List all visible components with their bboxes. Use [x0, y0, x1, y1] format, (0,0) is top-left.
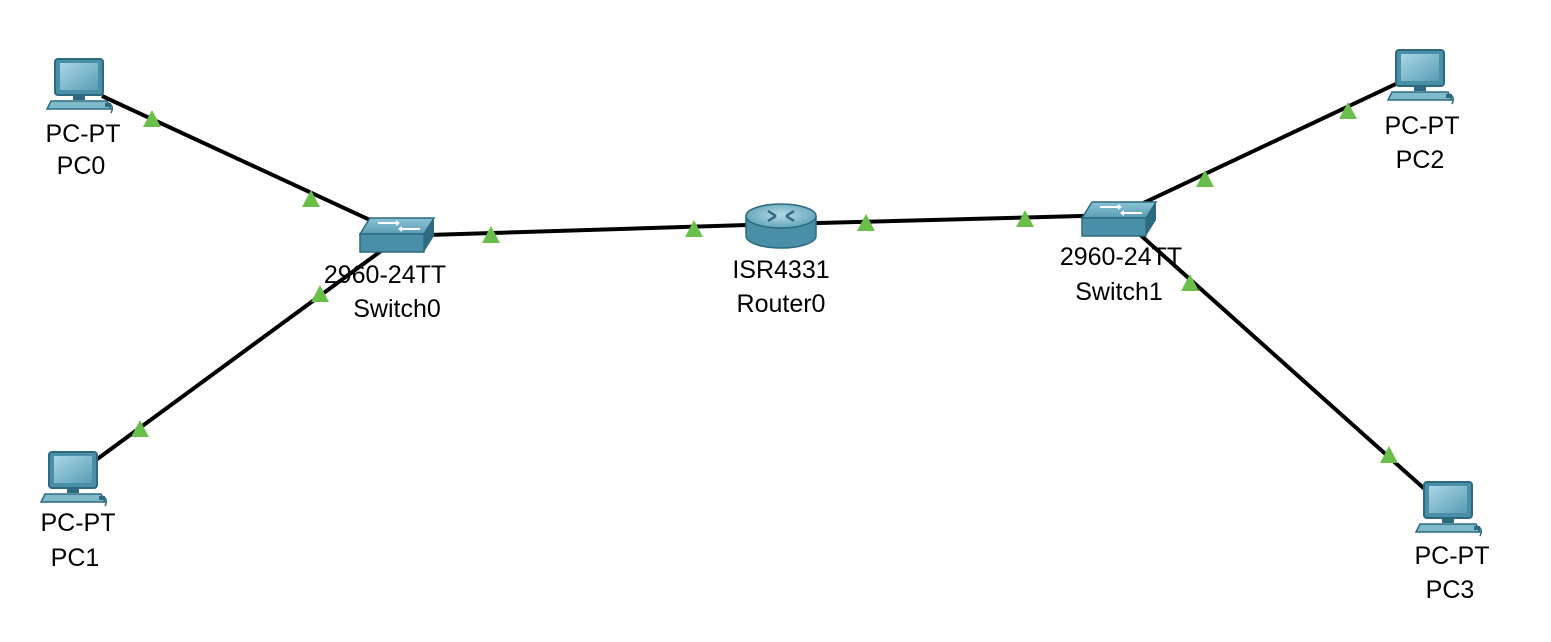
link-status-up-icon: [857, 214, 875, 231]
link-status-up-icon: [1196, 170, 1214, 187]
device-name-label: Switch0: [353, 295, 441, 323]
link-status-up-icon: [1181, 274, 1199, 291]
link-status-layer: [131, 102, 1398, 463]
device-pc2[interactable]: [1386, 49, 1455, 105]
device-name-label: PC2: [1396, 146, 1445, 174]
pc-icon: [45, 58, 114, 114]
device-model-label: PC-PT: [46, 120, 121, 148]
link-switch0-router0[interactable]: [395, 222, 782, 238]
device-name-label: PC0: [57, 152, 106, 180]
device-pc1[interactable]: [39, 451, 108, 507]
device-switch0[interactable]: [358, 217, 436, 253]
link-status-up-icon: [1016, 210, 1034, 227]
link-switch1-pc2[interactable]: [1117, 80, 1401, 217]
link-status-up-icon: [302, 190, 320, 207]
switch-icon: [358, 217, 436, 253]
device-model-label: ISR4331: [732, 256, 829, 284]
device-pc0[interactable]: [45, 58, 114, 114]
pc-icon: [1386, 49, 1455, 105]
device-model-label: 2960-24TT: [324, 261, 446, 289]
link-status-up-icon: [482, 226, 500, 243]
switch-icon: [1080, 201, 1158, 237]
router-icon: [745, 203, 817, 249]
pc-icon: [1414, 481, 1483, 537]
device-name-label: PC3: [1426, 576, 1475, 604]
link-status-up-icon: [143, 110, 161, 127]
device-pc3[interactable]: [1414, 481, 1483, 537]
links-layer: [94, 80, 1430, 494]
link-status-up-icon: [311, 285, 329, 302]
device-router0[interactable]: [745, 203, 817, 249]
device-model-label: PC-PT: [1385, 112, 1460, 140]
link-status-up-icon: [685, 220, 703, 237]
device-name-label: Switch1: [1075, 278, 1163, 306]
device-name-label: PC1: [51, 544, 100, 572]
link-switch1-pc3[interactable]: [1116, 213, 1430, 494]
device-model-label: 2960-24TT: [1060, 243, 1182, 271]
link-status-up-icon: [131, 420, 149, 437]
device-switch1[interactable]: [1080, 201, 1158, 237]
device-model-label: PC-PT: [1415, 542, 1490, 570]
device-model-label: PC-PT: [41, 509, 116, 537]
device-name-label: Router0: [737, 290, 826, 318]
link-pc0-switch0[interactable]: [101, 94, 397, 234]
pc-icon: [39, 451, 108, 507]
link-pc1-switch0[interactable]: [94, 238, 398, 462]
link-status-up-icon: [1380, 446, 1398, 463]
link-router0-switch1[interactable]: [780, 213, 1119, 226]
link-status-up-icon: [1339, 102, 1357, 119]
